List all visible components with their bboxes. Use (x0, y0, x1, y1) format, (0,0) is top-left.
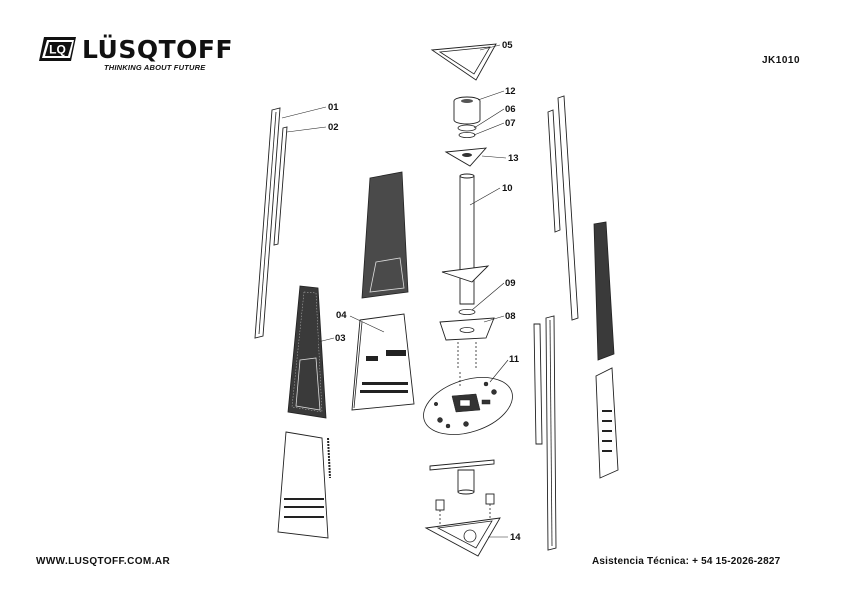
label-02: 02 (328, 122, 339, 133)
lower-side-panel (277, 431, 331, 539)
footer-support-phone: Asistencia Técnica: + 54 15-2026-2827 (592, 556, 781, 567)
part-10-pole (441, 173, 490, 305)
part-08-burner-bracket (439, 317, 495, 370)
part-14-base (424, 493, 501, 557)
part-02-frame-rail (273, 126, 288, 246)
right-lower-side-panel (595, 367, 619, 479)
label-11: 11 (509, 354, 520, 365)
part-05-top-reflector (430, 43, 497, 81)
label-01: 01 (328, 102, 339, 113)
label-04: 04 (336, 310, 347, 321)
brand-tagline: THINKING ABOUT FUTURE (104, 63, 206, 72)
part-04-side-panel (351, 313, 415, 411)
footer-website: WWW.LUSQTOFF.COM.AR (36, 556, 171, 567)
right-lower-frame-rail (533, 315, 557, 551)
right-mesh-screen (593, 221, 615, 361)
label-07: 07 (505, 118, 516, 129)
label-14: 14 (510, 532, 521, 543)
label-13: 13 (508, 153, 519, 164)
label-12: 12 (505, 86, 516, 97)
label-05: 05 (502, 40, 513, 51)
part-13-triangle-plate (444, 147, 488, 167)
label-03: 03 (335, 333, 346, 344)
label-08: 08 (505, 311, 516, 322)
brand-name: LÜSQTOFF (82, 35, 234, 64)
part-01-frame-rail (254, 107, 281, 339)
part-09-ring (458, 308, 476, 315)
right-upper-frame-rail (547, 95, 579, 321)
label-09: 09 (505, 278, 516, 289)
part-07-ring (458, 131, 476, 138)
model-code: JK1010 (762, 55, 801, 66)
brand-logo-icon: LQ (39, 37, 76, 61)
brand-logo-text: LQ (49, 43, 66, 57)
label-06: 06 (505, 104, 516, 115)
brand-header: LQ LÜSQTOFF THINKING ABOUT FUTURE (38, 36, 248, 76)
gas-cylinder-holder (429, 459, 495, 495)
part-12-cap (453, 96, 481, 125)
upper-mesh-screen (361, 171, 409, 299)
label-10: 10 (502, 183, 513, 194)
part-03-mesh-screen (287, 285, 327, 419)
leader-lines (281, 44, 509, 538)
part-labels: 01 02 03 04 05 06 07 08 09 10 11 12 13 1… (328, 40, 521, 543)
part-11-control-assembly (423, 372, 513, 435)
part-06-ring (457, 124, 477, 132)
